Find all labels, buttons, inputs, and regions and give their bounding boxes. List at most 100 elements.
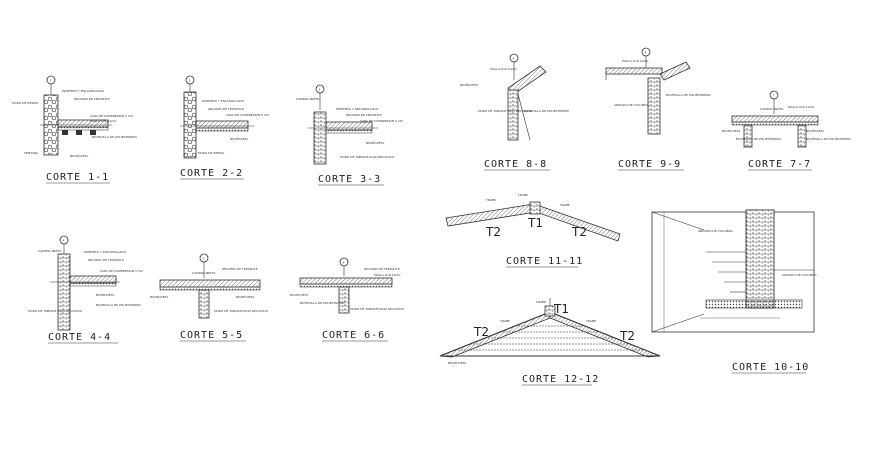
note-vigueta: BOVEDUETA [96, 293, 115, 297]
detail-corte-6-6: 6 RELLENO DE TEZONTLE MALLA 6x6-10/10 BO… [290, 257, 405, 342]
note-ventana: VENTANA [24, 151, 39, 155]
note-vigueta: BOVEDUETA [722, 129, 741, 133]
tag-t1: T1 [553, 302, 569, 316]
note-muro-tabique: MURO DE TABIQUE ROJO RECOCIDO [340, 155, 395, 159]
tag-t2-left: T2 [473, 325, 489, 339]
detail-corte-9-9: 9 MALLA 6x6-10/10 ARMADO DE COLUMNA BOVE… [605, 47, 712, 171]
slab [195, 120, 249, 129]
note-vigueta: BOVEDUETA [70, 154, 89, 158]
note-malla: MALLA 6x6-10/10 [622, 59, 648, 63]
note-vigueta: BOVEDUETA [460, 83, 479, 87]
section-marker-5-label: 5 [203, 257, 205, 261]
note-vigueta: BOVEDUETA [230, 137, 249, 141]
detail-corte-11-11: TRABE TRABE TRABE T2 T1 T2 CORTE 11-11 [445, 193, 621, 268]
note-capa: CAPA DE COMPRESION 5 CM [100, 269, 143, 273]
note-vigueta: BOVEDUETA [150, 295, 169, 299]
brick-column [743, 124, 753, 148]
note-cadena: CADENA PRETIL [192, 271, 216, 275]
note-malla: MALLA 6x6-10/10 [90, 119, 116, 123]
title-corte-5-5: CORTE 5-5 [180, 330, 243, 341]
slab [731, 115, 819, 123]
detail-corte-4-4: 4 CADENA PRETIL MORTERO Y ENLADRILLADO R… [28, 235, 143, 344]
section-marker-2-label: 2 [189, 79, 191, 83]
note-muro-piedra: MURO DE PIEDRA [12, 101, 39, 105]
foundation [705, 299, 803, 309]
detail-corte-1-1: 1 MURO DE PIEDRA MORTERO Y ENLADRILLADO … [12, 75, 138, 184]
note-malla: MALLA 6x6-10/10 [788, 105, 814, 109]
note-muro-tabique: MURO DE TABIQUE ROJO RECOCIDO [350, 307, 405, 311]
frame-outline [651, 211, 815, 333]
note-cadena: CADENA PRETIL [296, 97, 320, 101]
note-muro-piedra: MURO DE PIEDRA [198, 151, 225, 155]
note-bovedilla: BOVEDILLA DE POLIESTIRENO [96, 303, 142, 307]
note-mortero: MORTERO Y ENLADRILLADO [336, 107, 379, 111]
title-corte-1-1: CORTE 1-1 [46, 172, 109, 183]
title-corte-4-4: CORTE 4-4 [48, 332, 111, 343]
title-corte-6-6: CORTE 6-6 [322, 330, 385, 341]
note-relleno: RELLENO DE TEZONTLE [346, 113, 382, 117]
detail-corte-10-10: ARMADO DE COLUMNA ARMADO DE COLUMNA CORT… [651, 209, 818, 374]
slab [299, 277, 393, 285]
note-malla: MALLA 6x6-10/10 [490, 67, 516, 71]
note-cadena: CADENA PRETIL [760, 107, 784, 111]
roof-slab-left [445, 203, 537, 227]
section-marker-1-label: 1 [50, 79, 52, 83]
tag-t2-right: T2 [571, 225, 587, 239]
detail-corte-3-3: 3 CADENA PRETIL MORTERO Y ENLADRILLADO R… [296, 84, 403, 186]
note-muro-tabique: MURO DE TABIQUE ROJO RECOCIDO [214, 309, 269, 313]
section-marker-6-label: 6 [343, 261, 345, 265]
note-bovedilla: BOVEDILLA DE POLIESTIRENO [524, 109, 570, 113]
detail-corte-8-8: 8 MALLA 6x6-10/10 BOVEDUETA MURO DE TABI… [460, 53, 570, 171]
note-mortero: MORTERO Y ENLADRILLADO [84, 250, 127, 254]
brick-column [198, 289, 210, 319]
title-corte-11-11: CORTE 11-11 [506, 256, 583, 267]
brick-wall [745, 209, 775, 309]
ridge-beam [529, 201, 541, 215]
section-marker-7-label: 7 [773, 94, 775, 98]
note-vigueta-2: BOVEDUETA [236, 295, 255, 299]
tag-t2-left: T2 [485, 225, 501, 239]
note-armado-2: ARMADO DE COLUMNA [782, 273, 818, 277]
detail-corte-7-7: 7 CADENA PRETIL MALLA 6x6-10/10 BOVEDUET… [722, 90, 852, 171]
note-armado: ARMADO DE COLUMNA [698, 229, 734, 233]
brick-column [797, 124, 807, 148]
note-mortero: MORTERO Y ENLADRILLADO [62, 89, 105, 93]
note-capa: CAPA DE COMPRESION 5 CM [90, 114, 133, 118]
brick-column [313, 111, 327, 165]
note-relleno: RELLENO DE TEZONTLE [88, 258, 124, 262]
detail-corte-2-2: 2 MORTERO Y ENLADRILLADO RELLENO DE TEZO… [180, 75, 269, 180]
brick-column [507, 89, 519, 141]
note-relleno: RELLENO DE TEZONTLE [74, 97, 110, 101]
section-marker-4-label: 4 [63, 239, 65, 243]
note-bovedilla: BOVEDILLA DE POLIESTIRENO [300, 301, 346, 305]
sloped-slab [659, 61, 691, 81]
note-cadena: CADENA PRETIL [38, 249, 62, 253]
brick-column [57, 253, 71, 331]
note-relleno: RELLENO DE TEZONTLE [208, 107, 244, 111]
title-corte-12-12: CORTE 12-12 [522, 374, 599, 385]
title-corte-7-7: CORTE 7-7 [748, 159, 811, 170]
section-marker-8-label: 8 [513, 57, 515, 61]
note-malla: MALLA 6x6-10/10 [374, 273, 400, 277]
brick-column [338, 286, 350, 314]
tag-t2-right: T2 [619, 329, 635, 343]
detail-corte-5-5: 5 RELLENO DE TEZONTLE CADENA PRETIL BOVE… [150, 253, 269, 342]
note-vigueta: BOVEDUETA [366, 141, 385, 145]
note-trabe-2: TRABE [499, 319, 510, 323]
note-vigueta: BOVEDUETA [448, 361, 467, 365]
slab [159, 279, 261, 288]
note-relleno: RELLENO DE TEZONTLE [222, 267, 258, 271]
note-bovedilla: BOVEDILLA DE POLIESTIRENO [666, 93, 712, 97]
note-mortero: MORTERO Y ENLADRILLADO [202, 99, 245, 103]
brick-column [647, 77, 661, 135]
note-trabe: TRABE [485, 198, 496, 202]
note-bovedilla: BOVEDILLA DE POLIESTIRENO [92, 135, 138, 139]
note-vigueta-2: BOVEDUETA [806, 129, 825, 133]
title-corte-10-10: CORTE 10-10 [732, 362, 809, 373]
detail-corte-12-12: TRABE TRABE TRABE BOVEDUETA T1 T2 T2 COR… [439, 298, 661, 386]
note-armado: ARMADO DE COLUMNA [614, 103, 650, 107]
note-bovedilla-2: BOVEDILLA DE POLIESTIRENO [736, 137, 782, 141]
note-muro-tabique: MURO DE TABIQUE ROJO RECOCIDO [478, 109, 533, 113]
note-capa: CAPA DE COMPRESION 5 CM [360, 119, 403, 123]
